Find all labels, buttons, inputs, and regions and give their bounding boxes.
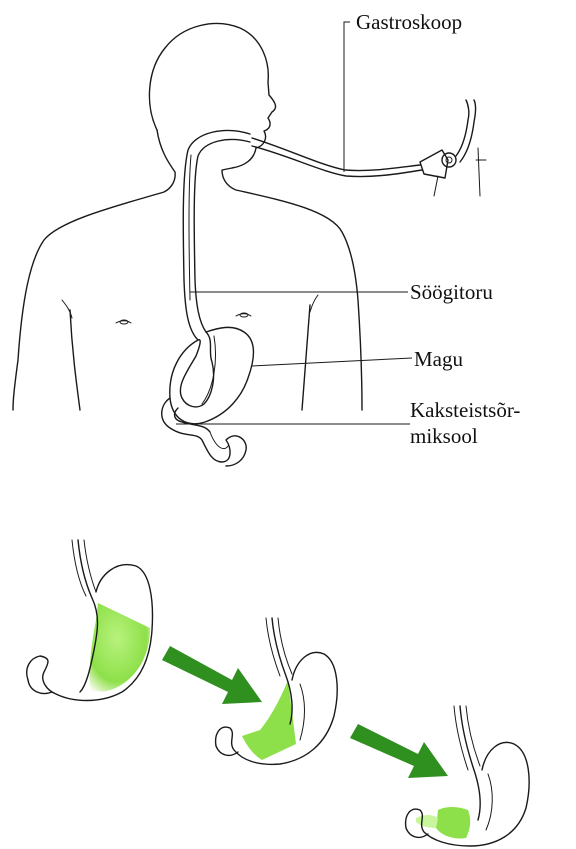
duodenum [162,398,246,466]
label-esophagus: Söögitoru [410,280,493,305]
label-gastroscope: Gastroskoop [356,10,462,35]
stomach-content-low [436,807,470,839]
stomach-content-full [89,603,150,692]
arrow-right-down-icon [350,724,448,778]
stomach-content-pylorus [416,815,438,828]
gastroscope-instrument [252,100,486,196]
arrow-right-down-icon [162,646,262,704]
label-stomach: Magu [414,347,463,372]
label-duodenum-line1: Kaksteistsõr- [410,398,520,423]
stomach-full [27,540,153,701]
leader-lines [176,22,412,424]
esophagus-tube [183,131,250,340]
human-figure [13,24,362,410]
stomach-in-body [170,327,254,423]
label-duodenum-line2: miksool [410,424,478,449]
